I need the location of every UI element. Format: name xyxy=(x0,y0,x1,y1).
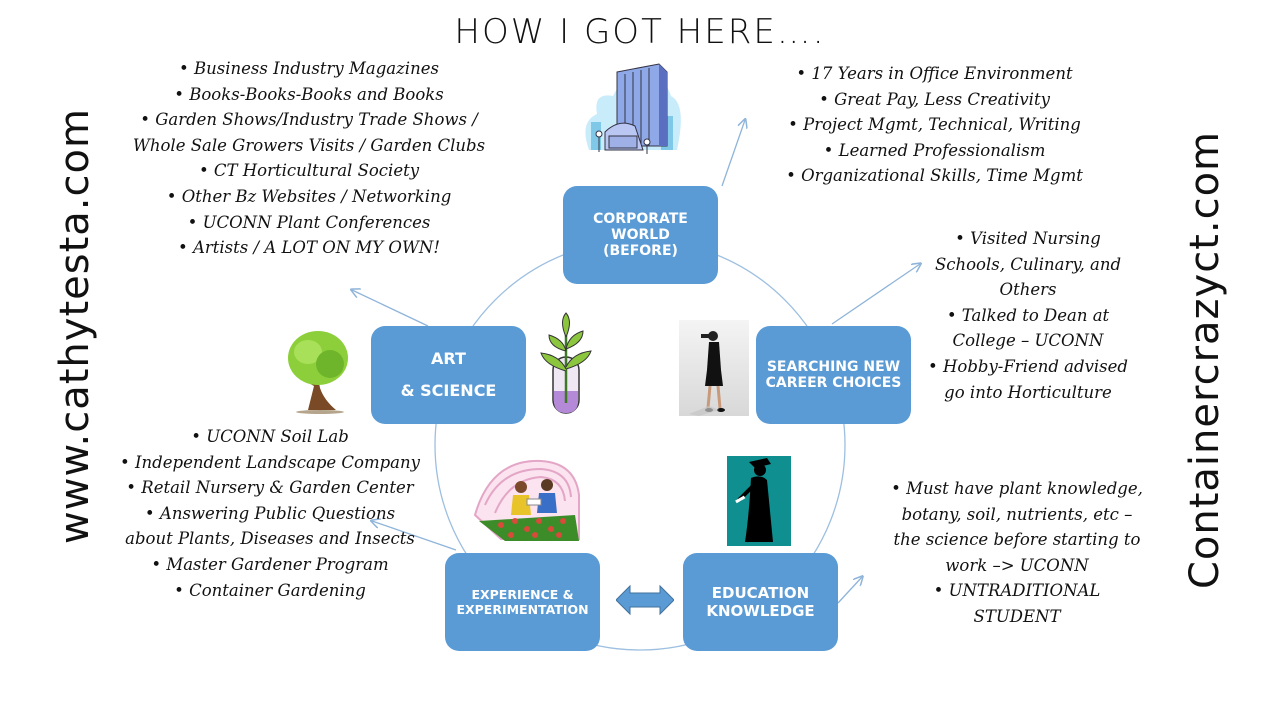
list-item: Great Pay, Less Creativity xyxy=(757,87,1112,113)
list-item: Independent Landscape Company xyxy=(120,450,420,476)
list-education: Must have plant knowledge, botany, soil,… xyxy=(888,476,1146,630)
gardeners-greenhouse-icon xyxy=(473,459,580,541)
list-item: UNTRADITIONAL STUDENT xyxy=(888,578,1146,629)
list-item: Must have plant knowledge, botany, soil,… xyxy=(888,476,1146,578)
list-item: Master Gardener Program xyxy=(120,552,420,578)
list-item: Visited Nursing Schools, Culinary, and O… xyxy=(928,226,1128,303)
list-item: UCONN Soil Lab xyxy=(120,424,420,450)
list-item: Business Industry Magazines xyxy=(128,56,490,82)
connector-searching xyxy=(831,264,920,325)
list-item: Books-Books-Books and Books xyxy=(128,82,490,108)
sprout-test-tube-icon xyxy=(540,312,592,414)
node-experience: EXPERIENCE & EXPERIMENTATION xyxy=(445,553,600,651)
list-searching: Visited Nursing Schools, Culinary, and O… xyxy=(928,226,1128,405)
list-item: Artists / A LOT ON MY OWN! xyxy=(128,235,490,261)
list-item: Learned Professionalism xyxy=(757,138,1112,164)
connector-art xyxy=(352,290,429,327)
businesswoman-binoculars-icon xyxy=(679,320,749,416)
list-item: Talked to Dean at College – UCONN xyxy=(928,303,1128,354)
list-item: Container Gardening xyxy=(120,578,420,604)
list-experience: UCONN Soil Lab Independent Landscape Com… xyxy=(120,424,420,603)
list-item: Organizational Skills, Time Mgmt xyxy=(757,163,1112,189)
office-building-icon xyxy=(585,63,681,154)
list-item: Garden Shows/Industry Trade Shows / Whol… xyxy=(128,107,490,158)
node-education-knowledge: EDUCATION KNOWLEDGE xyxy=(683,553,838,651)
list-art-science: Business Industry Magazines Books-Books-… xyxy=(128,56,490,261)
list-item: Other Bz Websites / Networking xyxy=(128,184,490,210)
connector-corporate xyxy=(721,120,745,187)
list-item: Hobby-Friend advised go into Horticultur… xyxy=(928,354,1128,405)
connector-education xyxy=(837,577,862,604)
list-item: Project Mgmt, Technical, Writing xyxy=(757,112,1112,138)
list-corporate: 17 Years in Office Environment Great Pay… xyxy=(757,61,1112,189)
list-item: Retail Nursery & Garden Center xyxy=(120,475,420,501)
list-item: CT Horticultural Society xyxy=(128,158,490,184)
double-arrow-icon xyxy=(616,584,674,616)
node-art-science: ART & SCIENCE xyxy=(371,326,526,424)
list-item: Answering Public Questions about Plants,… xyxy=(120,501,420,552)
page-title: HOW I GOT HERE…. xyxy=(454,12,826,52)
list-item: 17 Years in Office Environment xyxy=(757,61,1112,87)
graduate-silhouette-icon xyxy=(727,456,791,546)
tree-icon xyxy=(288,331,348,414)
node-searching-career: SEARCHING NEW CAREER CHOICES xyxy=(756,326,911,424)
list-item: UCONN Plant Conferences xyxy=(128,210,490,236)
node-corporate-world: CORPORATE WORLD (BEFORE) xyxy=(563,186,718,284)
